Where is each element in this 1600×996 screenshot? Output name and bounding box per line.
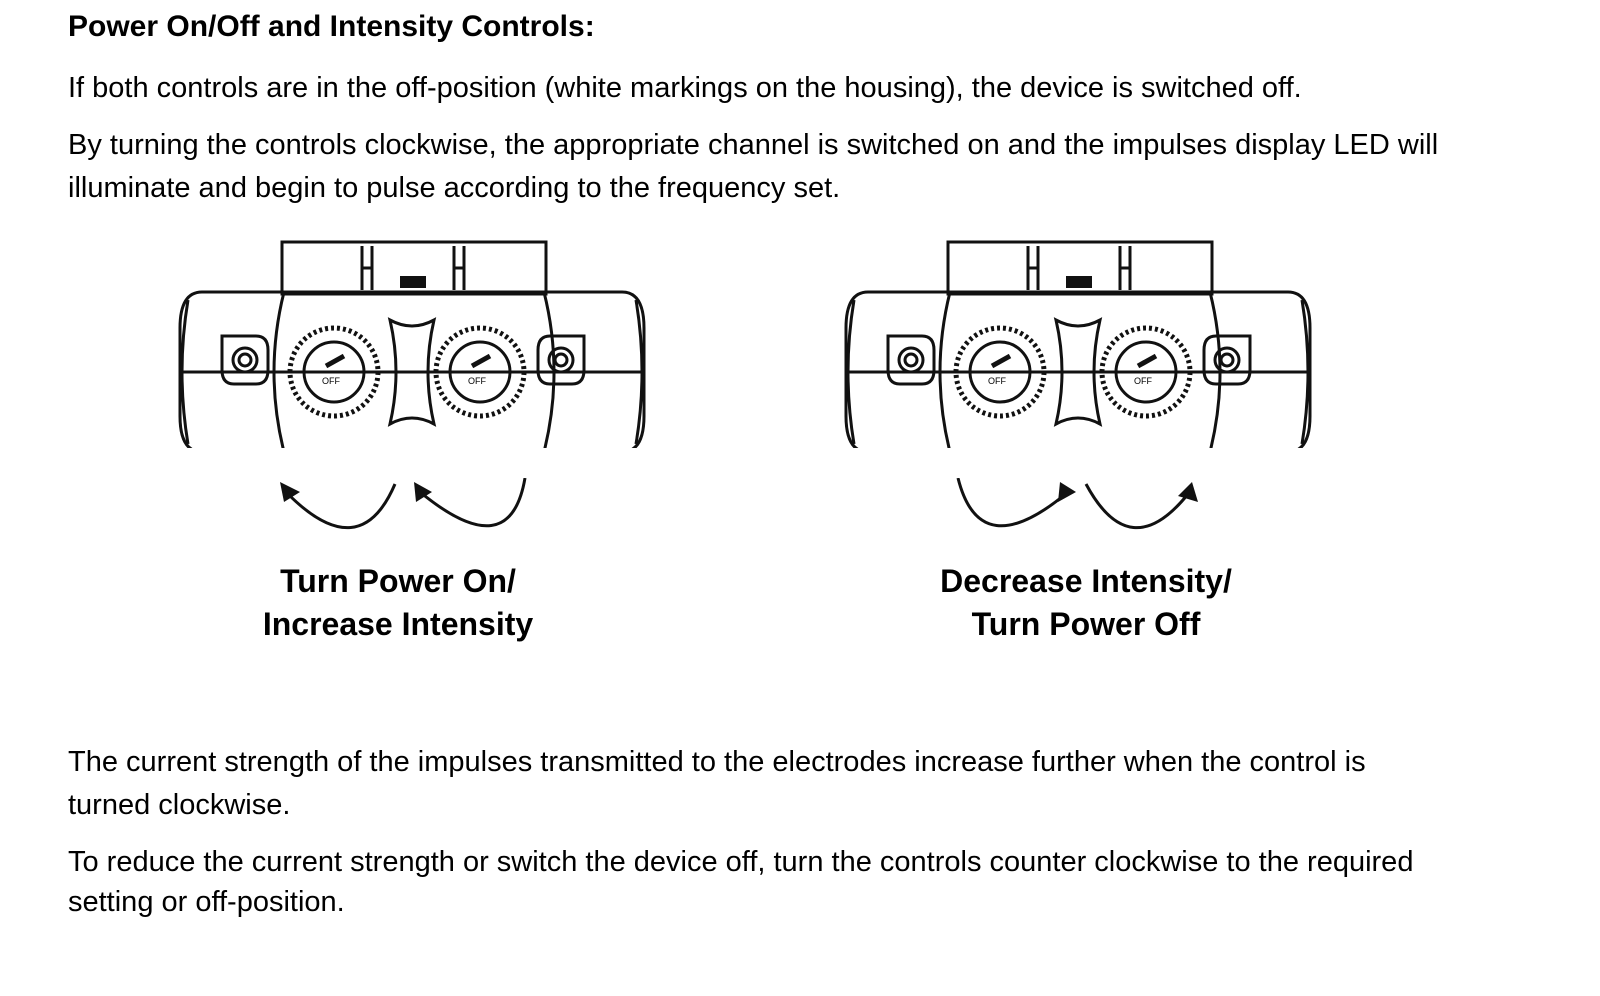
- device-housing-drawing: OFF OFF: [844, 240, 1312, 448]
- device-illustration-left: OFF OFF: [172, 238, 652, 448]
- knob-off-label: OFF: [468, 376, 486, 386]
- paragraph-clockwise-line1: By turning the controls clockwise, the a…: [68, 129, 1439, 161]
- caption-increase: Turn Power On/ Increase Intensity: [188, 560, 608, 646]
- section-heading: Power On/Off and Intensity Controls:: [68, 10, 595, 43]
- device-housing-drawing: OFF OFF: [178, 240, 646, 448]
- knob-off-label: OFF: [322, 376, 340, 386]
- paragraph-clockwise-line2: illuminate and begin to pulse according …: [68, 172, 841, 204]
- caption-line-2: Increase Intensity: [262, 606, 534, 642]
- paragraph-current-strength-line2: turned clockwise.: [68, 789, 291, 821]
- caption-line-2: Turn Power Off: [971, 606, 1201, 642]
- device-illustration-right: OFF OFF: [838, 238, 1318, 448]
- knob-off-label: OFF: [1134, 376, 1152, 386]
- caption-decrease: Decrease Intensity/ Turn Power Off: [876, 560, 1296, 646]
- paragraph-reduce-line1: To reduce the current strength or switch…: [68, 846, 1414, 878]
- knob-off-label: OFF: [988, 376, 1006, 386]
- caption-line-1: Decrease Intensity/: [940, 563, 1232, 599]
- caption-line-1: Turn Power On/: [280, 563, 516, 599]
- clockwise-arrows: [280, 478, 527, 530]
- counterclockwise-arrows: [956, 478, 1198, 530]
- paragraph-off-position: If both controls are in the off-position…: [68, 72, 1302, 104]
- paragraph-reduce-line2: setting or off-position.: [68, 886, 345, 918]
- paragraph-current-strength-line1: The current strength of the impulses tra…: [68, 746, 1366, 778]
